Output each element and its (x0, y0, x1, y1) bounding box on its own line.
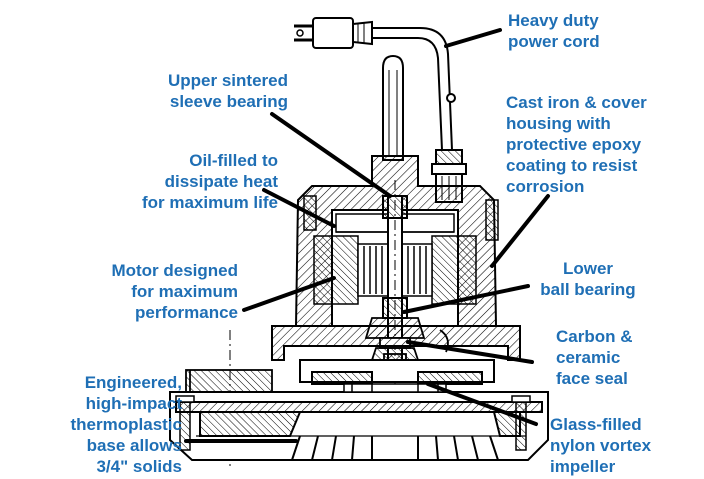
leader-lower-bearing (402, 284, 530, 314)
leader-oil-filled (262, 188, 336, 228)
label-power-cord: Heavy duty power cord (508, 11, 600, 51)
label-cast-iron-housing: Cast iron & cover housing with protectiv… (506, 93, 647, 196)
handle (382, 54, 404, 161)
power-plug (294, 17, 373, 49)
label-upper-bearing: Upper sintered sleeve bearing (168, 71, 288, 111)
motor-stator (313, 235, 477, 305)
leader-upper-bearing (270, 112, 392, 198)
leader-lines (184, 28, 550, 443)
leader-impeller (426, 382, 538, 426)
housing-bolts (175, 195, 531, 451)
label-oil-filled: Oil-filled to dissipate heat for maximum… (141, 151, 278, 212)
label-lower-bearing: Lower ball bearing (540, 259, 636, 299)
leader-cast-iron (490, 194, 550, 268)
pump-base (169, 391, 549, 461)
leader-power-cord (444, 28, 502, 48)
pump-volute (271, 325, 521, 385)
label-face-seal: Carbon & ceramic face seal (556, 327, 633, 388)
label-base: Engineered, high-impact thermoplastic ba… (70, 373, 182, 476)
leader-face-seal (406, 340, 534, 364)
label-impeller: Glass-filled nylon vortex impeller (550, 415, 652, 476)
leader-motor (242, 276, 336, 312)
power-cord (372, 27, 456, 151)
label-motor: Motor designed for maximum performance (111, 261, 238, 322)
